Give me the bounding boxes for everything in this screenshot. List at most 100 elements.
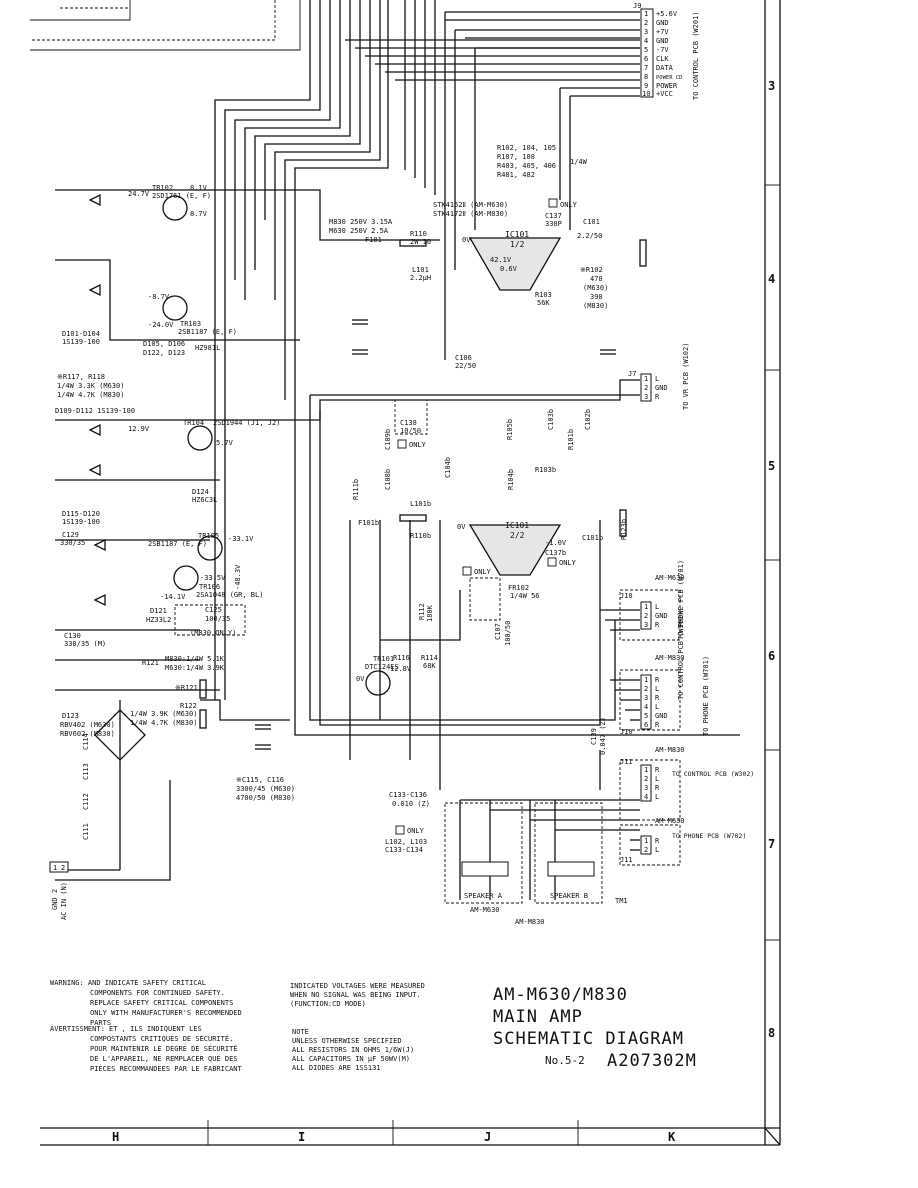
- j9-signal-4: GND: [656, 37, 669, 45]
- c115-note-2: 3300/45 (M630): [236, 785, 295, 793]
- ic101-top-label: IC101: [505, 230, 529, 239]
- j10b-signal-2: L: [655, 685, 659, 693]
- j10b-pin-1: 1: [644, 676, 648, 684]
- note-header: NOTE: [292, 1028, 309, 1036]
- c104b-label: C104b: [444, 457, 452, 478]
- j10a-variant: AM-M630: [655, 574, 685, 582]
- grid-col-labels: H I J K: [112, 1130, 676, 1144]
- tr103-label: TR103: [180, 320, 201, 328]
- r-series-4: R481, 482: [497, 171, 535, 179]
- d105-group-1: D105, D106: [143, 340, 185, 348]
- r102-note-3: (M630): [583, 284, 608, 292]
- ic101-bottom-amp: [468, 524, 562, 576]
- r114-value: 68K: [423, 662, 436, 670]
- j9-destination: TO CONTROL PCB (W201): [692, 11, 700, 100]
- component-labels: R102, 104, 105 R107, 108 R403, 405, 406 …: [55, 144, 628, 926]
- j10b-pin-3: 3: [644, 694, 648, 702]
- d124-label: D124: [192, 488, 209, 496]
- d121-label: D121: [150, 607, 167, 615]
- ic101-bottom-sub: 2/2: [510, 531, 525, 540]
- r112-value: 180K: [426, 604, 434, 622]
- j10b-pin-4: 4: [644, 703, 648, 711]
- connector-j7: J7 1 2 3 L GND R TO VR PCB (W102): [628, 343, 690, 410]
- avert-line-4: DE L'APPAREIL, NE REMPLACER QUE DES: [90, 1055, 238, 1063]
- tr103-symbol: [162, 295, 188, 321]
- j9-pin-4: 4: [644, 37, 648, 45]
- tr105-part: 2SB1187 (E, F): [148, 540, 207, 548]
- j9-pin-8: 8: [644, 73, 648, 81]
- j11a-signal-2: L: [655, 775, 659, 783]
- r101b-label: R101b: [567, 429, 575, 450]
- warning-line-2: COMPONENTS FOR CONTINUED SAFETY.: [90, 989, 225, 997]
- tr104-symbol: [187, 425, 213, 451]
- r-series-watt: 1/4W: [570, 158, 588, 166]
- tr102-label: TR102: [152, 184, 173, 192]
- r110-label: R110: [410, 230, 427, 238]
- ic-part-2: STK4172Ⅱ (AM-M830): [433, 210, 508, 218]
- r105b-label: R105b: [506, 419, 514, 440]
- tr106-part: 2SA1048 (GR, BL): [196, 591, 263, 599]
- components: [88, 193, 681, 904]
- row-label-7: 7: [768, 837, 775, 851]
- tr106-label: TR106: [199, 583, 220, 591]
- c102b-label: C102b: [584, 409, 592, 430]
- c106-value: 22/50: [455, 362, 476, 370]
- l101-value: 2.2μH: [410, 274, 431, 282]
- voltage-5-7: 5.7V: [216, 439, 234, 447]
- title-block: AM-M630/M830 MAIN AMP SCHEMATIC DIAGRAM …: [493, 985, 697, 1071]
- connector-j10-m630: AM-M630 J10 1 2 3 L GND R TO PHONE PCB (…: [620, 560, 685, 640]
- fuse-rating-2: M630 250V 2.5A: [329, 227, 389, 235]
- c109b-label: C109b: [384, 429, 392, 450]
- j11a-pin-3: 3: [644, 784, 648, 792]
- bus-wires: [30, 0, 740, 736]
- r117-note-2: 1/4W 3.3K (M630): [57, 382, 124, 390]
- c111-label: C111: [82, 823, 90, 840]
- connector-ac-in: 1 2 GND 2 AC IN (N): [49, 861, 69, 920]
- j10a-signal-1: L: [655, 603, 659, 611]
- d121-part: HZ33L2: [146, 616, 171, 624]
- warning-line-3: REPLACE SAFETY CRITICAL COMPONENTS: [90, 999, 233, 1007]
- r122-note-1: 1/4W 3.9K (M630): [130, 710, 197, 718]
- r117-note-3: 1/4W 4.7K (M830): [57, 391, 124, 399]
- c101-value: 2.2/50: [577, 232, 602, 240]
- r103b-label: R103b: [535, 466, 556, 474]
- tr102-symbol: [162, 195, 188, 221]
- j7-pin-2: 2: [644, 384, 648, 392]
- c101-label: C101: [583, 218, 600, 226]
- l101b-label: L101b: [410, 500, 431, 508]
- voltage-neg-14-1: -14.1V: [160, 593, 186, 601]
- j7-destination: TO VR PCB (W102): [682, 343, 690, 410]
- r111b-label: R111b: [352, 479, 360, 500]
- d101-104-label: D101-D104: [62, 330, 100, 338]
- tr103-part: 2SB1187 (E, F): [178, 328, 237, 336]
- r114-label: R114: [421, 654, 438, 662]
- j10b-signal-5: GND: [655, 712, 668, 720]
- d115-part: 1S139-100: [62, 518, 100, 526]
- note-line-2: ALL RESISTORS IN OHMS 1/6W(J): [292, 1046, 414, 1054]
- speaker-a-label: SPEAKER A: [464, 892, 503, 900]
- d105-group-2: D122, D123: [143, 349, 185, 357]
- j9-signal-6: CLK: [656, 55, 669, 63]
- speaker-b-label: SPEAKER B: [550, 892, 588, 900]
- col-label-i: I: [298, 1130, 305, 1144]
- j9-label: J9: [633, 2, 641, 10]
- warning-line-1: WARNING: AND INDICATE SAFETY CRITICAL: [50, 979, 206, 987]
- j11b-signal-1: R: [655, 837, 660, 845]
- r123b-label: R123b: [620, 519, 628, 540]
- voltage-12-9: 12.9V: [128, 425, 150, 433]
- voltage-24-7: 24.7V: [128, 190, 150, 198]
- ac-pin-2: 2: [61, 864, 65, 872]
- c133-value: 0.010 (Z): [392, 800, 430, 808]
- speaker-b-block: [547, 861, 595, 877]
- j11a-variant: AM-M830: [655, 746, 685, 754]
- warning-line-5: PARTS: [90, 1019, 111, 1027]
- j9-signal-9: POWER: [656, 82, 678, 90]
- j10b-variant: AM-M830: [655, 654, 685, 662]
- connector-j11-m830: AM-M830 J11 1 2 3 4 R L R L TO CONTROL P…: [620, 746, 754, 802]
- title-part-no: A207302M: [607, 1051, 697, 1071]
- row-label-8: 8: [768, 1026, 775, 1040]
- note-line-4: ALL DIODES ARE 1SS131: [292, 1064, 381, 1072]
- c129-value: 330/35: [60, 539, 85, 547]
- title-model: AM-M630/M830: [493, 985, 628, 1005]
